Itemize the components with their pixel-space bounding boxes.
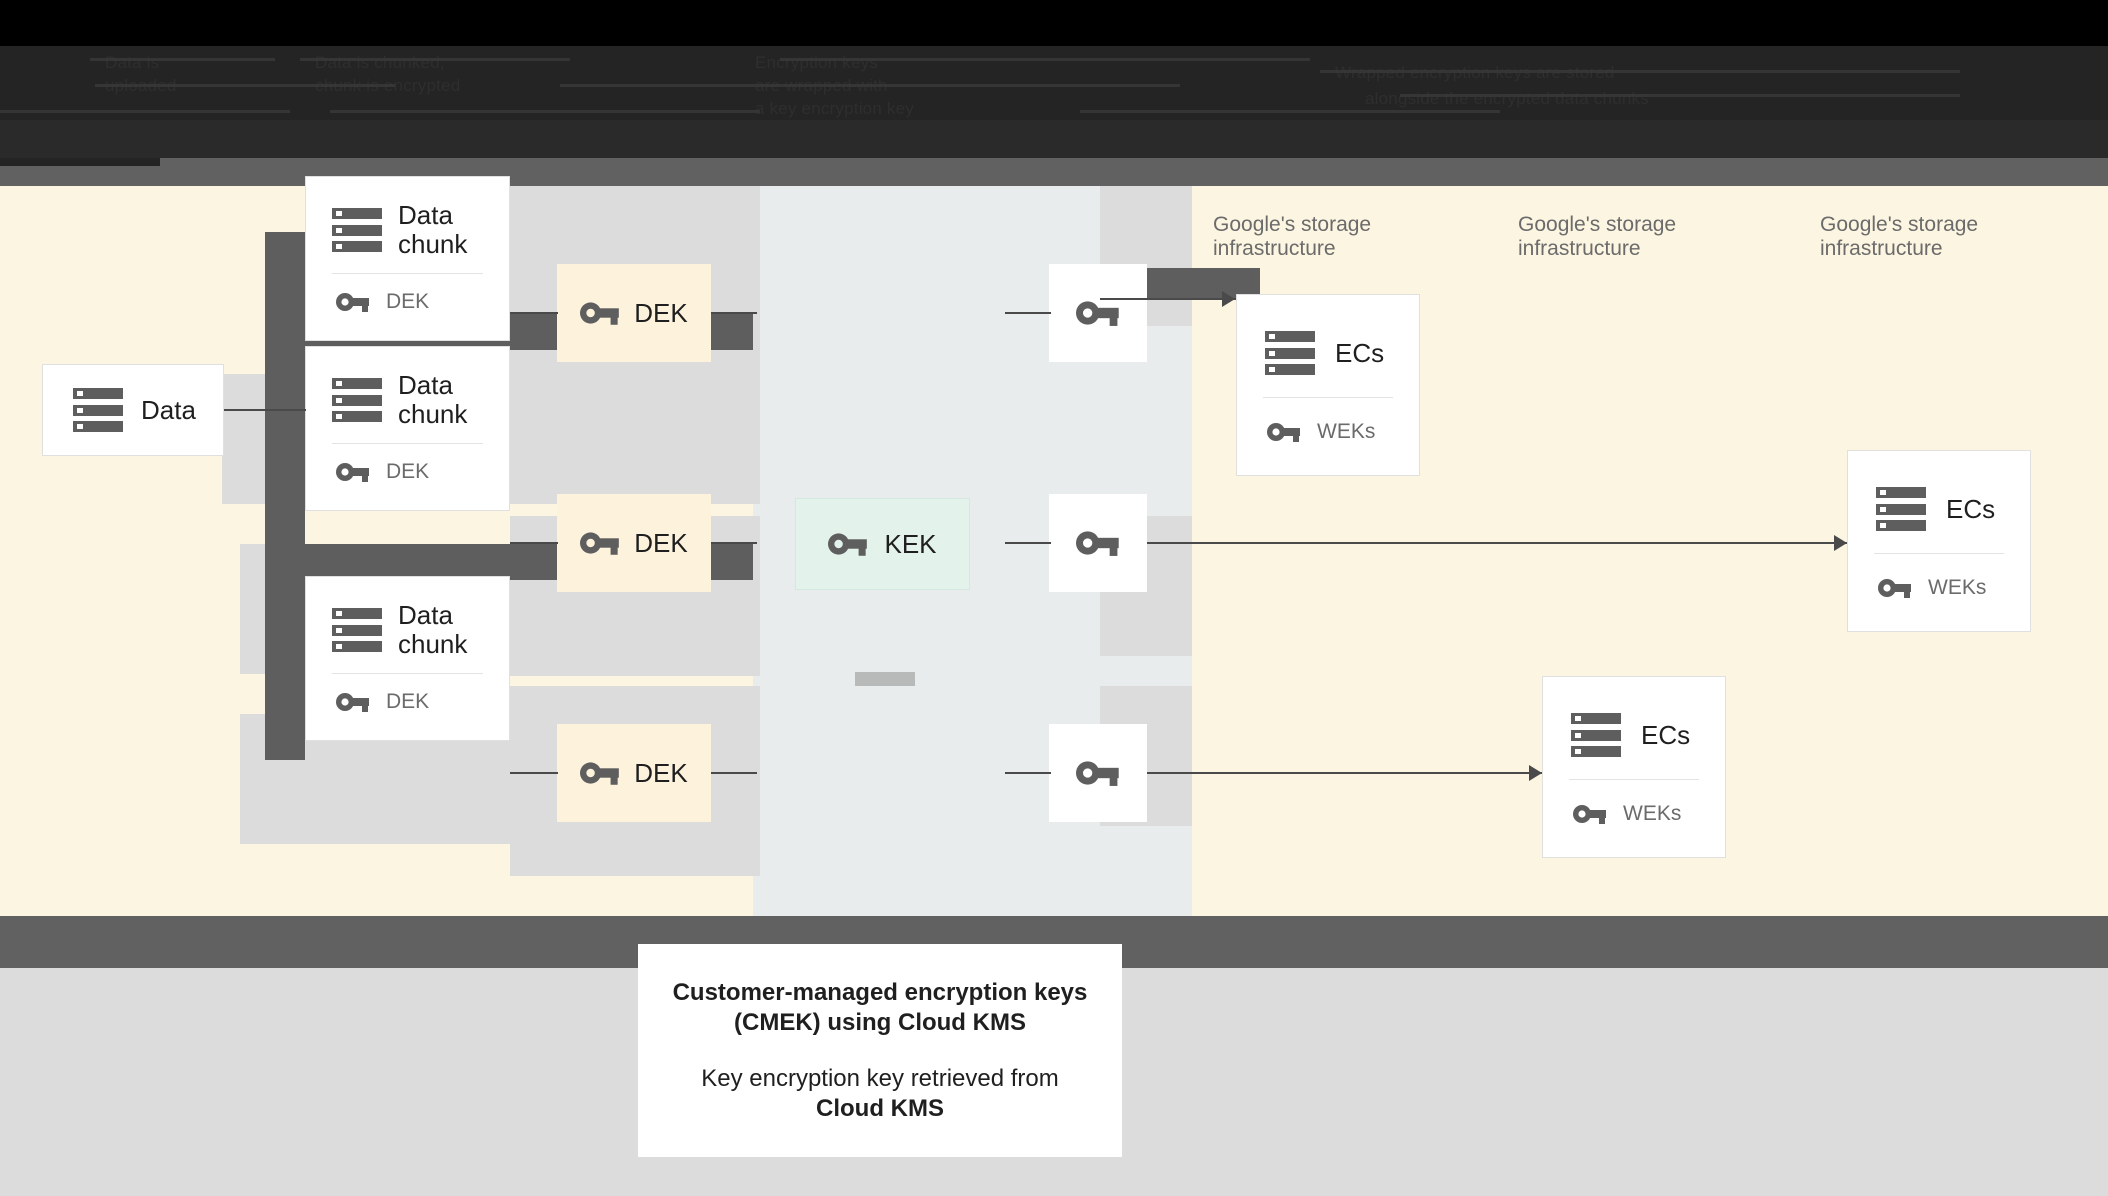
box-kek-label: KEK [884, 528, 937, 559]
server-stack-icon [332, 208, 382, 252]
top-banner: Data is uploaded Data is chunked, chunk … [0, 0, 2108, 158]
tile-wrapped-key[interactable] [1049, 264, 1147, 362]
key-icon [1573, 804, 1607, 824]
server-stack-icon [1265, 331, 1315, 375]
connector-line-to-ecs [1100, 298, 1236, 300]
key-icon [580, 301, 620, 325]
card-divider [1569, 779, 1699, 780]
key-icon [1076, 760, 1120, 786]
key-icon [1076, 300, 1120, 326]
key-icon [580, 761, 620, 785]
banner-fragment-2: Data is chunked, [315, 53, 445, 72]
card-ecs-title: ECs [1641, 719, 1691, 750]
card-data-chunk-key-label: DEK [386, 290, 430, 313]
card-ecs-title: ECs [1946, 493, 1996, 524]
card-divider [1874, 553, 2004, 554]
banner-fragment-6: a key encryption key [755, 99, 914, 118]
connector-line [224, 409, 306, 411]
connector-line [1005, 542, 1051, 544]
key-icon [1076, 530, 1120, 556]
connector-line [711, 772, 757, 774]
card-ecs[interactable]: ECs WEKs [1847, 450, 2031, 632]
caption-title: Customer-managed encryption keys (CMEK) … [673, 978, 1088, 1038]
box-dek-label: DEK [634, 297, 688, 328]
card-divider [332, 443, 483, 444]
server-stack-icon [73, 388, 123, 432]
caption-line-4: Cloud KMS [816, 1094, 944, 1122]
banner-fragment-0: Data is [105, 53, 160, 72]
arrow-head [1529, 765, 1542, 781]
card-data-source-title: Data [141, 394, 196, 425]
caption-body: Key encryption key retrieved from Cloud … [701, 1064, 1058, 1124]
occlusion-bar-vertical [265, 232, 305, 760]
card-ecs[interactable]: ECs WEKs [1236, 294, 1420, 476]
arrow-head [1222, 291, 1235, 307]
card-data-chunk-title: Data chunk [398, 370, 468, 429]
caption-line-1: Customer-managed encryption keys [672, 978, 1088, 1006]
banner-smear [0, 0, 2108, 46]
connector-line [711, 312, 757, 314]
tile-wrapped-key[interactable] [1049, 724, 1147, 822]
card-data-chunk[interactable]: Data chunk DEK [305, 176, 510, 341]
key-icon [580, 531, 620, 555]
connector-line [1005, 772, 1051, 774]
label-storage-infrastructure: Google's storage infrastructure [1518, 213, 1677, 260]
card-ecs-key-label: WEKs [1623, 802, 1682, 825]
card-data-chunk-title: Data chunk [398, 200, 468, 259]
key-icon [336, 692, 370, 712]
caption-card: Customer-managed encryption keys (CMEK) … [638, 944, 1122, 1157]
connector-line [510, 772, 558, 774]
label-storage-infrastructure: Google's storage infrastructure [1820, 213, 1979, 260]
card-divider [332, 273, 483, 274]
card-ecs-title: ECs [1335, 337, 1385, 368]
banner-fragment-7: Wrapped encryption keys are stored [1335, 62, 1615, 84]
key-icon [336, 462, 370, 482]
connector-line-to-ecs [1147, 772, 1542, 774]
diagram-stage: Data Data chunk DEK Data chunk DEK [0, 176, 2108, 916]
key-icon [828, 532, 868, 556]
banner-notch [0, 158, 160, 166]
box-kek[interactable]: KEK [795, 498, 970, 590]
box-dek-label: DEK [634, 757, 688, 788]
caption-line-3: Key encryption key retrieved from [701, 1064, 1059, 1092]
connector-line [510, 542, 558, 544]
occlusion-bar-small [855, 672, 915, 686]
card-data-source[interactable]: Data [42, 364, 224, 456]
card-data-chunk[interactable]: Data chunk DEK [305, 346, 510, 511]
card-data-chunk-key-label: DEK [386, 460, 430, 483]
server-stack-icon [332, 378, 382, 422]
card-data-chunk[interactable]: Data chunk DEK [305, 576, 510, 741]
key-icon [336, 292, 370, 312]
box-dek[interactable]: DEK [557, 264, 711, 362]
arrow-head [1834, 535, 1847, 551]
card-ecs[interactable]: ECs WEKs [1542, 676, 1726, 858]
card-ecs-key-label: WEKs [1928, 576, 1987, 599]
connector-line [510, 312, 558, 314]
card-data-chunk-title: Data chunk [398, 600, 468, 659]
tile-wrapped-key[interactable] [1049, 494, 1147, 592]
card-ecs-key-label: WEKs [1317, 420, 1376, 443]
key-icon [1878, 578, 1912, 598]
banner-fragment-3: chunk is encrypted [315, 76, 461, 95]
box-dek-label: DEK [634, 527, 688, 558]
banner-fragment-4: Encryption keys [755, 53, 878, 72]
banner-fragment-8: alongside the encrypted data chunks [1365, 89, 1649, 108]
connector-line [1005, 312, 1051, 314]
server-stack-icon [1876, 487, 1926, 531]
server-stack-icon [1571, 713, 1621, 757]
key-icon [1267, 422, 1301, 442]
box-dek[interactable]: DEK [557, 494, 711, 592]
label-storage-infrastructure: Google's storage infrastructure [1213, 213, 1372, 260]
card-divider [332, 673, 483, 674]
server-stack-icon [332, 608, 382, 652]
card-divider [1263, 397, 1393, 398]
connector-line-to-ecs [1147, 542, 1847, 544]
connector-line [711, 542, 757, 544]
card-data-chunk-key-label: DEK [386, 690, 430, 713]
caption-line-2: (CMEK) using Cloud KMS [734, 1008, 1026, 1036]
box-dek[interactable]: DEK [557, 724, 711, 822]
